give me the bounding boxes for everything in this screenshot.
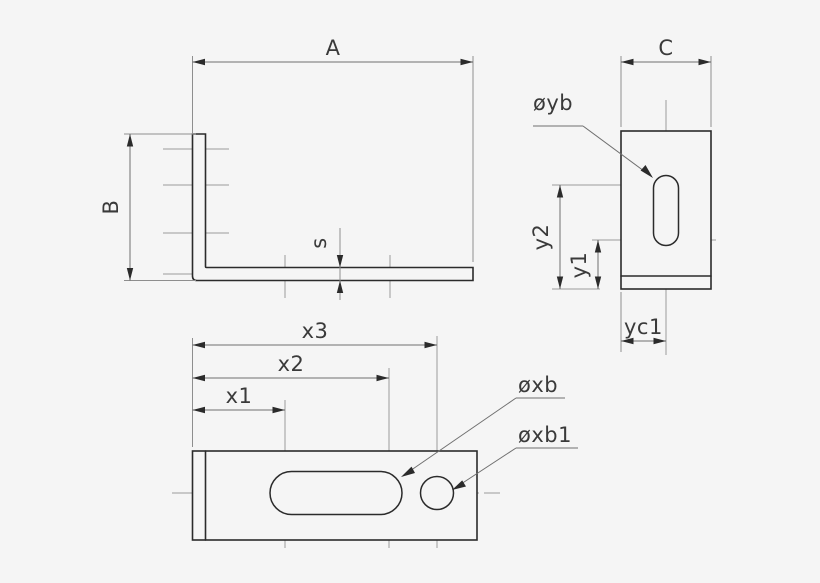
dimension-yc1-label: yc1 xyxy=(624,315,663,339)
dimension-c-arrow-left xyxy=(621,58,634,66)
dimension-b-arrow-bottom xyxy=(126,268,134,281)
dimension-y1-label: y1 xyxy=(567,252,591,279)
label-phi-yb: øyb xyxy=(533,91,573,115)
leader-phi-yb-arrow xyxy=(640,165,653,178)
dimension-c-arrow-right xyxy=(698,58,711,66)
dimension-x1: x1 xyxy=(192,384,285,414)
dimension-yc1-arrow-right xyxy=(653,337,666,345)
leader-phi-xb-arrow xyxy=(401,466,415,477)
dimension-c: C xyxy=(620,36,712,127)
dimension-yc1-arrow-left xyxy=(621,337,634,345)
dimension-x1-arrow-right xyxy=(272,406,285,414)
label-phi-xb1: øxb1 xyxy=(518,423,572,447)
bottom-view: x3 x2 x1 øxb xyxy=(172,319,578,548)
leader-phi-xb1: øxb1 xyxy=(452,423,578,490)
side-view-slot xyxy=(652,174,680,247)
dimension-a-arrow-left xyxy=(192,58,205,66)
dimension-b-label: B xyxy=(99,200,123,215)
dimension-b: B xyxy=(99,133,196,281)
dimension-y1: y1 xyxy=(567,240,602,289)
front-view: A B s xyxy=(99,36,474,300)
dimension-y2-arrow-top xyxy=(556,185,564,198)
leader-phi-yb: øyb xyxy=(533,91,653,178)
dimension-x3-label: x3 xyxy=(302,319,329,343)
dimension-x3-arrow-left xyxy=(192,341,205,349)
dimension-y1-arrow-bottom xyxy=(594,276,602,289)
dimension-x2-arrow-right xyxy=(376,374,389,382)
leader-phi-xb-diagonal xyxy=(406,397,517,474)
dimension-a-label: A xyxy=(326,36,341,60)
dimension-x3: x3 xyxy=(192,319,437,447)
dimension-x3-arrow-right xyxy=(424,341,437,349)
dimension-yc1: yc1 xyxy=(620,292,666,352)
dimension-s-label: s xyxy=(307,237,331,248)
dimension-s: s xyxy=(307,228,344,300)
dimension-c-label: C xyxy=(658,36,673,60)
leader-phi-xb1-diagonal xyxy=(457,447,517,487)
bottom-view-slot xyxy=(269,470,403,516)
dimension-a-arrow-right xyxy=(460,58,473,66)
dimension-x2-arrow-left xyxy=(192,374,205,382)
leader-phi-xb1-arrow xyxy=(452,480,466,490)
dimension-x1-label: x1 xyxy=(226,384,253,408)
dimension-y2-label: y2 xyxy=(529,224,553,251)
front-view-l-profile xyxy=(191,133,474,282)
leader-phi-xb: øxb xyxy=(401,373,565,477)
dimension-y2-arrow-bottom xyxy=(556,276,564,289)
dimension-s-arrow-bottom xyxy=(336,280,344,293)
dimension-x2-label: x2 xyxy=(278,352,305,376)
dimension-b-arrow-top xyxy=(126,134,134,147)
label-phi-xb: øxb xyxy=(518,373,558,397)
dimension-x1-arrow-left xyxy=(192,406,205,414)
leader-phi-yb-diagonal xyxy=(582,125,649,175)
dimension-y2: y2 xyxy=(529,185,564,289)
dimension-s-arrow-top xyxy=(336,255,344,268)
side-view: C øyb y2 y1 xyxy=(529,36,716,355)
bottom-view-round-hole xyxy=(419,475,455,511)
dimension-x2: x2 xyxy=(192,352,389,382)
dimension-a: A xyxy=(192,36,474,262)
dimension-y1-arrow-top xyxy=(594,240,602,253)
